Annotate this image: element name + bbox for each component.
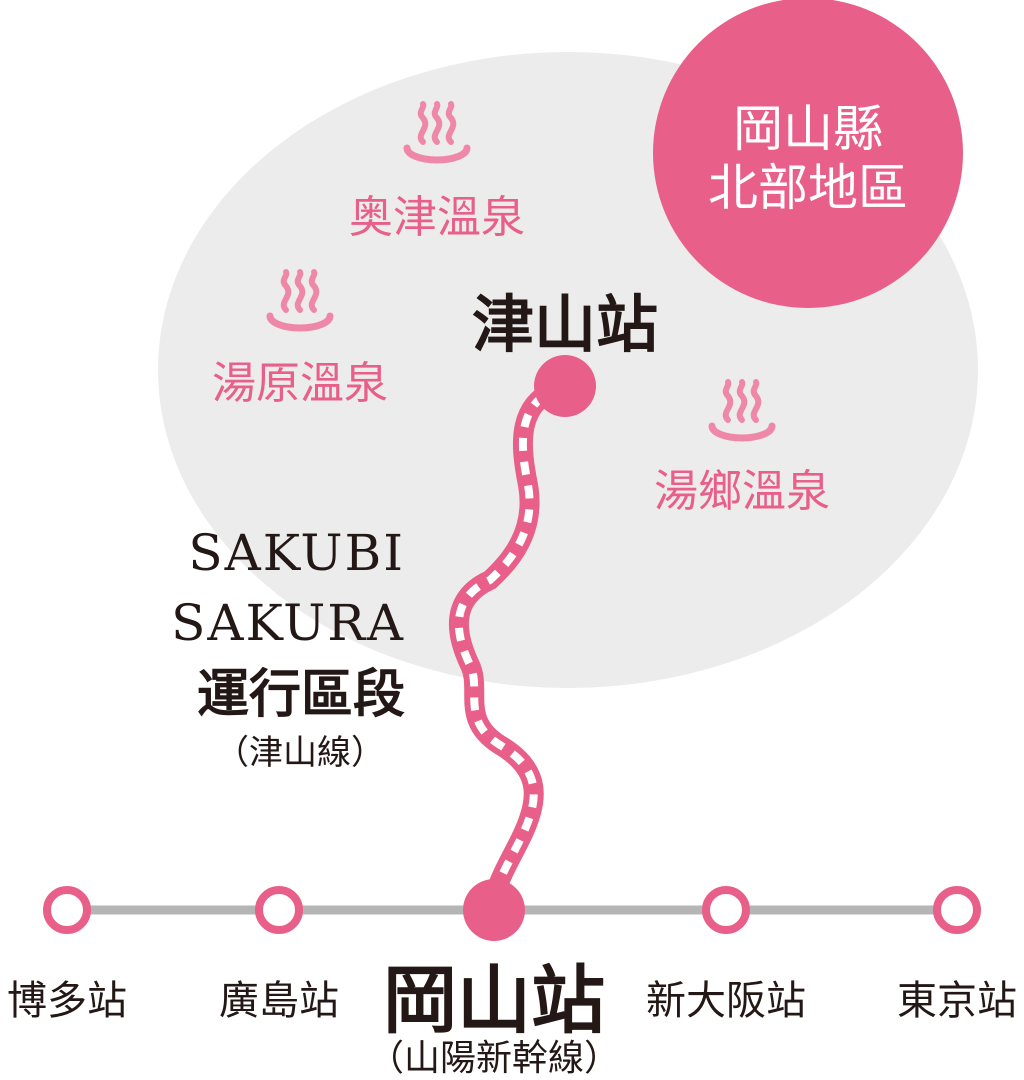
station-label-hiroshima: 廣島站 — [219, 978, 339, 1024]
station-node-shin-osaka[interactable] — [702, 886, 750, 934]
station-node-hakata[interactable] — [43, 886, 91, 934]
hot-spring-icon — [266, 269, 334, 332]
hot-spring-icon — [403, 101, 471, 164]
tsuyama-station-node[interactable] — [534, 355, 596, 417]
station-label-tokyo: 東京站 — [897, 978, 1017, 1024]
station-node-tokyo[interactable] — [933, 886, 981, 934]
region-label-line2: 北部地區 — [708, 159, 908, 217]
route-label-line2: SAKURA — [171, 594, 405, 652]
station-label-hakata: 博多站 — [7, 978, 127, 1024]
shinkansen-line-name: （山陽新幹線） — [368, 1038, 620, 1079]
onsen-label: 奥津溫泉 — [349, 192, 525, 243]
route-label-line3: 運行區段 — [197, 664, 405, 725]
onsen-label: 湯鄉溫泉 — [654, 466, 830, 517]
hot-spring-icon — [708, 379, 776, 442]
station-label-shin-osaka: 新大阪站 — [646, 978, 806, 1024]
station-node-hiroshima[interactable] — [255, 886, 303, 934]
region-badge — [653, 0, 963, 308]
tsuyama-line — [448, 376, 575, 918]
onsen-label: 湯原溫泉 — [212, 358, 388, 409]
station-label-okayama: 岡山站 — [383, 958, 605, 1044]
route-label-line1: SAKUBI — [188, 524, 405, 582]
region-label-line1: 岡山縣 — [733, 100, 883, 158]
tsuyama-station-label: 津山站 — [472, 288, 658, 361]
station-node-okayama[interactable] — [463, 879, 525, 941]
route-label-line4: （津山線） — [215, 733, 385, 773]
